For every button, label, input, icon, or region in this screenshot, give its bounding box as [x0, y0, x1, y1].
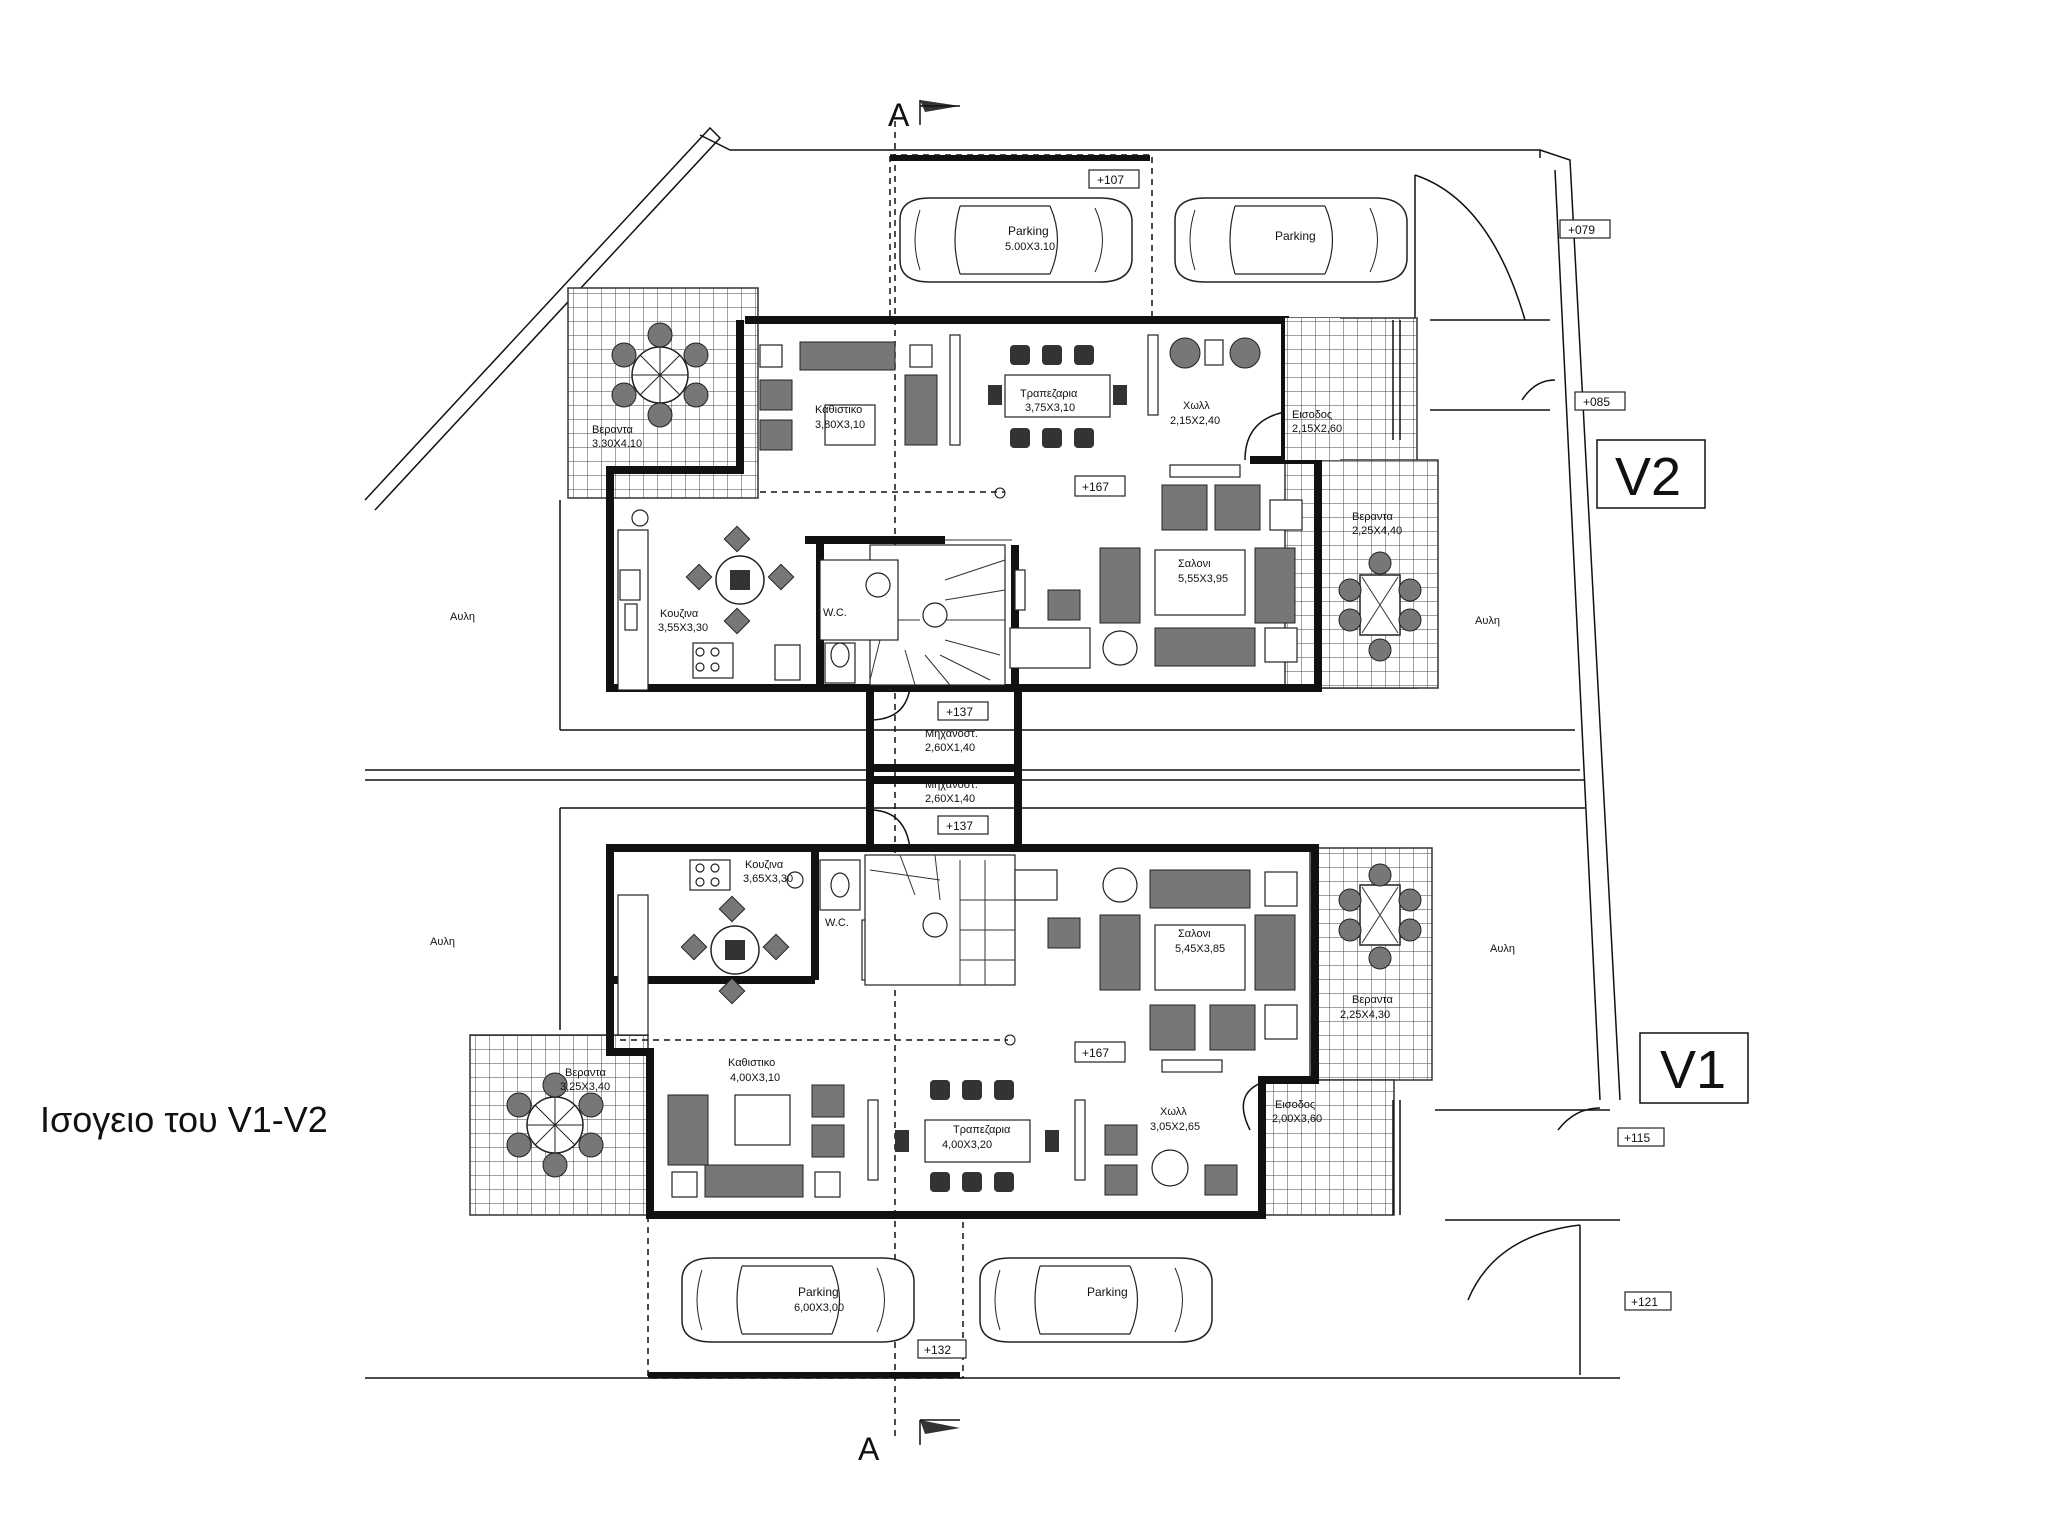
v1-mixan-dim: 2,60X1,40	[925, 793, 975, 805]
v1-parking-2-label: Parking	[1087, 1285, 1128, 1299]
v1-wc-label: W.C.	[825, 917, 849, 929]
v2-kathistiko-dim: 3,80X3,10	[815, 419, 865, 431]
section-mark-bottom: A	[858, 1431, 880, 1467]
v2-parking-1-dim: 5.00X3.10	[1005, 241, 1055, 253]
v1-aulh-l-label: Αυλη	[430, 936, 455, 948]
unit-v2-label: V2	[1615, 447, 1681, 507]
v2-kouzina-label: Κουζινα	[660, 608, 699, 620]
v1-trapezaria-dim: 4,00X3,20	[942, 1139, 992, 1151]
v1-mixan-label: Μηχανοστ.	[925, 779, 978, 791]
v2-mixan-dim: 2,60X1,40	[925, 742, 975, 754]
v2-trapezaria-dim: 3,75X3,10	[1025, 402, 1075, 414]
v1-aulh-r-label: Αυλη	[1490, 943, 1515, 955]
mechanical-rooms	[866, 687, 1022, 849]
v2-plan	[567, 154, 1526, 692]
v1-eisodos-dim: 2,00X3,60	[1272, 1113, 1322, 1125]
v1-veranda-l-dim: 3,25X3,40	[560, 1081, 610, 1093]
v1-veranda-r-dim: 2,25X4,30	[1340, 1009, 1390, 1021]
v2-xoll-dim: 2,15X2,40	[1170, 415, 1220, 427]
v2-veranda-r-label: Βεραντα	[1352, 511, 1394, 523]
v1-kathistiko-label: Καθιστικο	[728, 1057, 775, 1069]
unit-v1-label: V1	[1660, 1040, 1726, 1100]
v2-xoll-label: Χωλλ	[1183, 400, 1210, 412]
v2-kouzina-dim: 3,55X3,30	[658, 622, 708, 634]
level-167-v1: +167	[1082, 1046, 1109, 1060]
level-107: +107	[1097, 173, 1124, 187]
v2-parking-1-label: Parking	[1008, 224, 1049, 238]
v1-kathistiko-dim: 4,00X3,10	[730, 1072, 780, 1084]
v2-veranda-l-dim: 3.30X4.10	[592, 438, 642, 450]
v1-kouzina-label: Κουζινα	[745, 859, 784, 871]
v2-aulh-l-label: Αυλη	[450, 611, 475, 623]
level-tags: +107 +079 +085 +167 +137 +137 +167 +115 …	[917, 169, 1672, 1359]
v1-kouzina-dim: 3,65X3,30	[743, 873, 793, 885]
v2-veranda-r-dim: 2,25X4,40	[1352, 525, 1402, 537]
v1-saloni-dim: 5,45X3,85	[1175, 943, 1225, 955]
v2-wc-label: W.C.	[823, 607, 847, 619]
v1-veranda-r-label: Βεραντα	[1352, 994, 1394, 1006]
v2-saloni-dim: 5,55X3,95	[1178, 573, 1228, 585]
level-115: +115	[1624, 1131, 1650, 1145]
v1-plan	[469, 379, 1601, 1379]
section-mark-top: A	[888, 97, 910, 133]
v1-parking-1-label: Parking	[798, 1285, 839, 1299]
v1-veranda-l-label: Βεραντα	[565, 1067, 607, 1079]
v2-veranda-l-label: Βεραντα	[592, 424, 634, 436]
v1-xoll-dim: 3,05X2,65	[1150, 1121, 1200, 1133]
v1-eisodos-label: Εισοδος	[1275, 1099, 1315, 1111]
v2-mixan-label: Μηχανοστ.	[925, 728, 978, 740]
labels: Parking 5.00X3.10 Parking Βεραντα 3.30X4…	[430, 224, 1515, 1314]
v1-xoll-label: Χωλλ	[1160, 1106, 1187, 1118]
plan-title: Ισογειο του V1-V2	[40, 1099, 328, 1140]
v2-aulh-r-label: Αυλη	[1475, 615, 1500, 627]
level-167-v2: +167	[1082, 480, 1109, 494]
level-137-v2: +137	[946, 705, 973, 719]
v1-parking-1-dim: 6,00X3,00	[794, 1302, 844, 1314]
level-137-v1: +137	[946, 819, 973, 833]
v2-trapezaria-label: Τραπεζαρια	[1020, 388, 1078, 400]
section-line-a	[894, 100, 960, 1445]
level-079: +079	[1568, 223, 1595, 237]
level-121: +121	[1631, 1295, 1658, 1309]
unit-tags: V2 V1	[1596, 439, 1749, 1104]
v2-eisodos-dim: 2,15X2,60	[1292, 423, 1342, 435]
v1-saloni-label: Σαλονι	[1178, 928, 1211, 940]
v2-kathistiko-label: Καθιστικο	[815, 404, 862, 416]
level-085: +085	[1583, 395, 1610, 409]
v2-saloni-label: Σαλονι	[1178, 558, 1211, 570]
v2-eisodos-label: Εισοδος	[1292, 409, 1332, 421]
v1-trapezaria-label: Τραπεζαρια	[953, 1124, 1011, 1136]
level-132: +132	[924, 1343, 951, 1357]
v2-parking-2-label: Parking	[1275, 229, 1316, 243]
